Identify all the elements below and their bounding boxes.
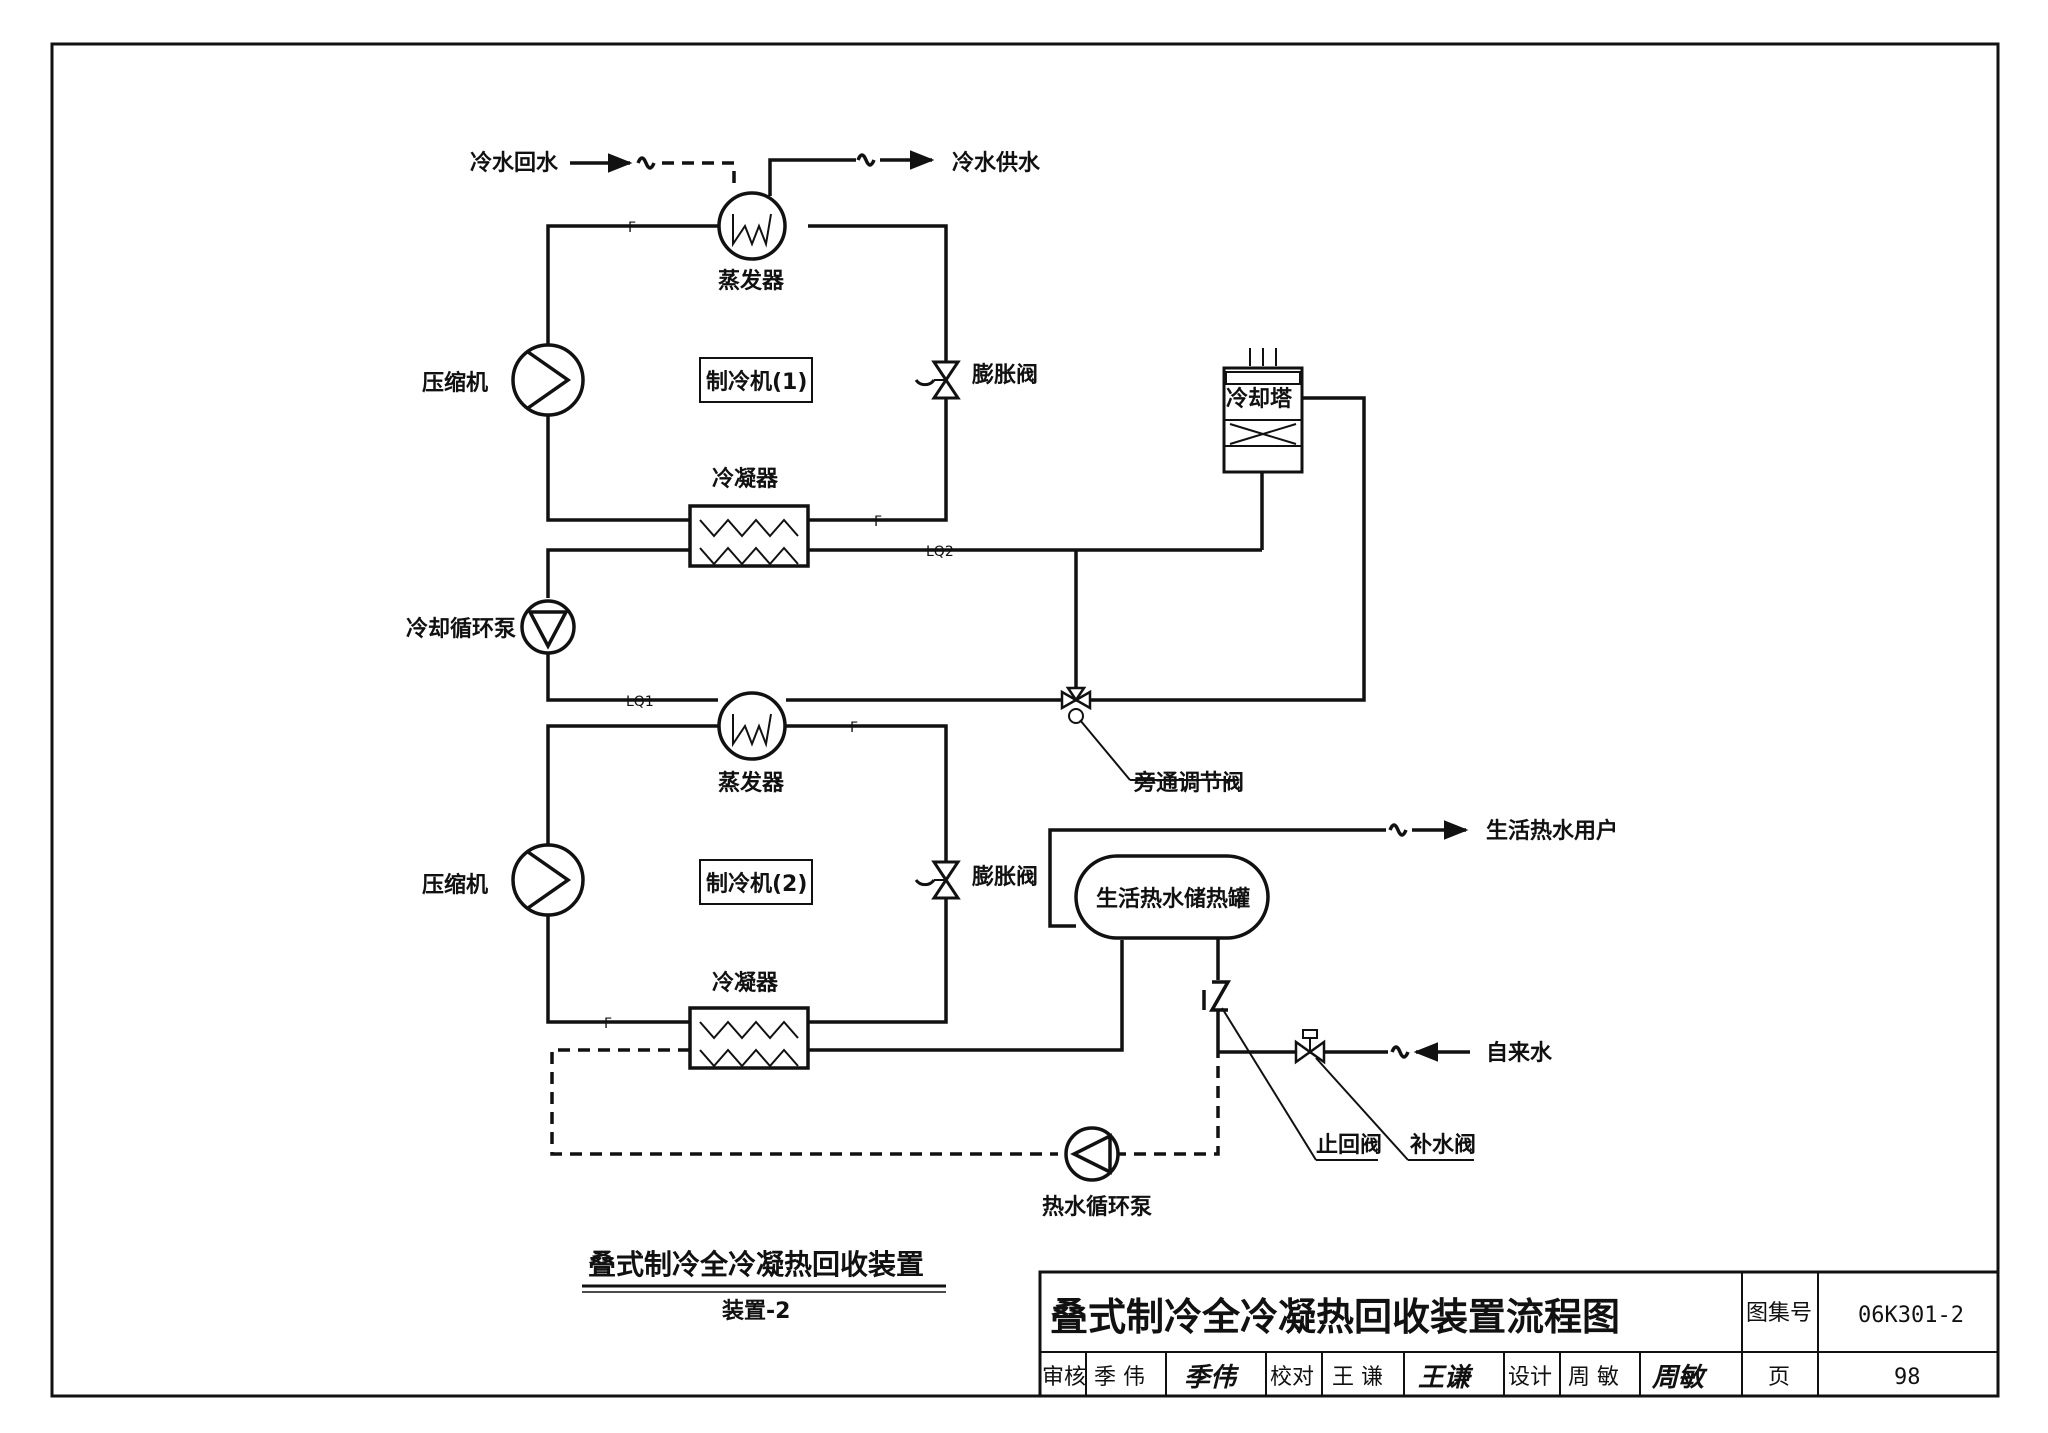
page-number: 98 — [1894, 1365, 1921, 1390]
chiller-1-label: 制冷机(1) — [706, 369, 807, 395]
expansion-valve-2-label: 膨胀阀 — [971, 865, 1038, 890]
evaporator-1-label: 蒸发器 — [718, 268, 785, 294]
compressor-1 — [511, 343, 585, 417]
review-label: 审核 — [1042, 1365, 1086, 1390]
design-label: 设计 — [1508, 1365, 1552, 1390]
check-valve — [1202, 980, 1378, 1161]
cooling-tower — [1090, 348, 1366, 702]
evaporator-1 — [717, 191, 787, 261]
makeup-valve — [1294, 1029, 1474, 1161]
hot-water-pump-label: 热水循环泵 — [1042, 1194, 1152, 1220]
pipe-tag-lq1: LQ1 — [626, 694, 654, 710]
hot-water-storage-tank — [1048, 820, 1469, 980]
caption-title: 叠式制冷全冷凝热回收装置 — [588, 1248, 924, 1281]
reviewer-name: 季 伟 — [1094, 1365, 1145, 1390]
expansion-valve-2 — [914, 860, 961, 900]
chilled-supply-label: 冷水供水 — [952, 150, 1041, 176]
evaporator-2 — [717, 691, 787, 761]
title-block — [1038, 1270, 2000, 1398]
pipe-tag-f: F — [874, 514, 882, 530]
chiller-2-box — [699, 859, 813, 905]
pipe-tag-f: F — [850, 720, 858, 736]
chiller-1-box — [699, 357, 813, 403]
makeup-valve-label: 补水阀 — [1409, 1133, 1476, 1158]
condenser-1-label: 冷凝器 — [712, 466, 779, 492]
expansion-valve-1 — [914, 360, 961, 400]
check-label: 校对 — [1270, 1365, 1314, 1390]
cooling-circulation-pump — [520, 599, 718, 702]
chilled-return-label: 冷水回水 — [470, 150, 559, 176]
expansion-valve-1-label: 膨胀阀 — [971, 363, 1038, 388]
designer-signature: 周敏 — [1651, 1363, 1708, 1393]
chiller-2-label: 制冷机(2) — [706, 871, 807, 897]
condenser-1 — [688, 504, 810, 568]
cooling-water-lq2 — [546, 468, 1264, 690]
checker-signature: 王谦 — [1418, 1363, 1474, 1393]
atlas-number: 06K301-2 — [1858, 1303, 1964, 1328]
designer-name: 周 敏 — [1568, 1365, 1619, 1390]
check-valve-label: 止回阀 — [1316, 1133, 1382, 1158]
atlas-label: 图集号 — [1746, 1301, 1812, 1326]
caption-subtitle: 装置-2 — [722, 1299, 790, 1324]
pipe-tag-lq2: LQ2 — [926, 544, 954, 560]
compressor-1-label: 压缩机 — [422, 370, 488, 396]
hot-water-loop — [550, 940, 1470, 1156]
drawing-border — [50, 42, 2000, 1398]
condenser-2 — [688, 1006, 810, 1070]
compressor-2 — [511, 843, 585, 917]
storage-tank-label: 生活热水储热罐 — [1096, 886, 1250, 912]
bypass-valve-label: 旁通调节阀 — [1133, 770, 1244, 796]
evaporator-2-label: 蒸发器 — [718, 770, 785, 796]
page-label: 页 — [1768, 1365, 1790, 1390]
hot-water-users-label: 生活热水用户 — [1486, 818, 1618, 844]
drawing-title: 叠式制冷全冷凝热回收装置流程图 — [1050, 1295, 1620, 1339]
cooling-pump-label: 冷却循环泵 — [406, 616, 516, 642]
pipe-tag-f: F — [604, 1016, 612, 1032]
bypass-valve — [786, 686, 1236, 781]
pipe-tag-f: F — [628, 220, 636, 236]
compressor-2-label: 压缩机 — [422, 872, 488, 898]
chilled-water-pipes — [570, 150, 935, 196]
checker-name: 王 谦 — [1332, 1365, 1383, 1390]
tap-water-label: 自来水 — [1486, 1040, 1553, 1066]
condenser-2-label: 冷凝器 — [712, 970, 779, 996]
hot-water-circulation-pump — [1064, 1126, 1120, 1182]
cooling-tower-label: 冷却塔 — [1226, 386, 1293, 412]
reviewer-signature: 季伟 — [1184, 1363, 1240, 1393]
